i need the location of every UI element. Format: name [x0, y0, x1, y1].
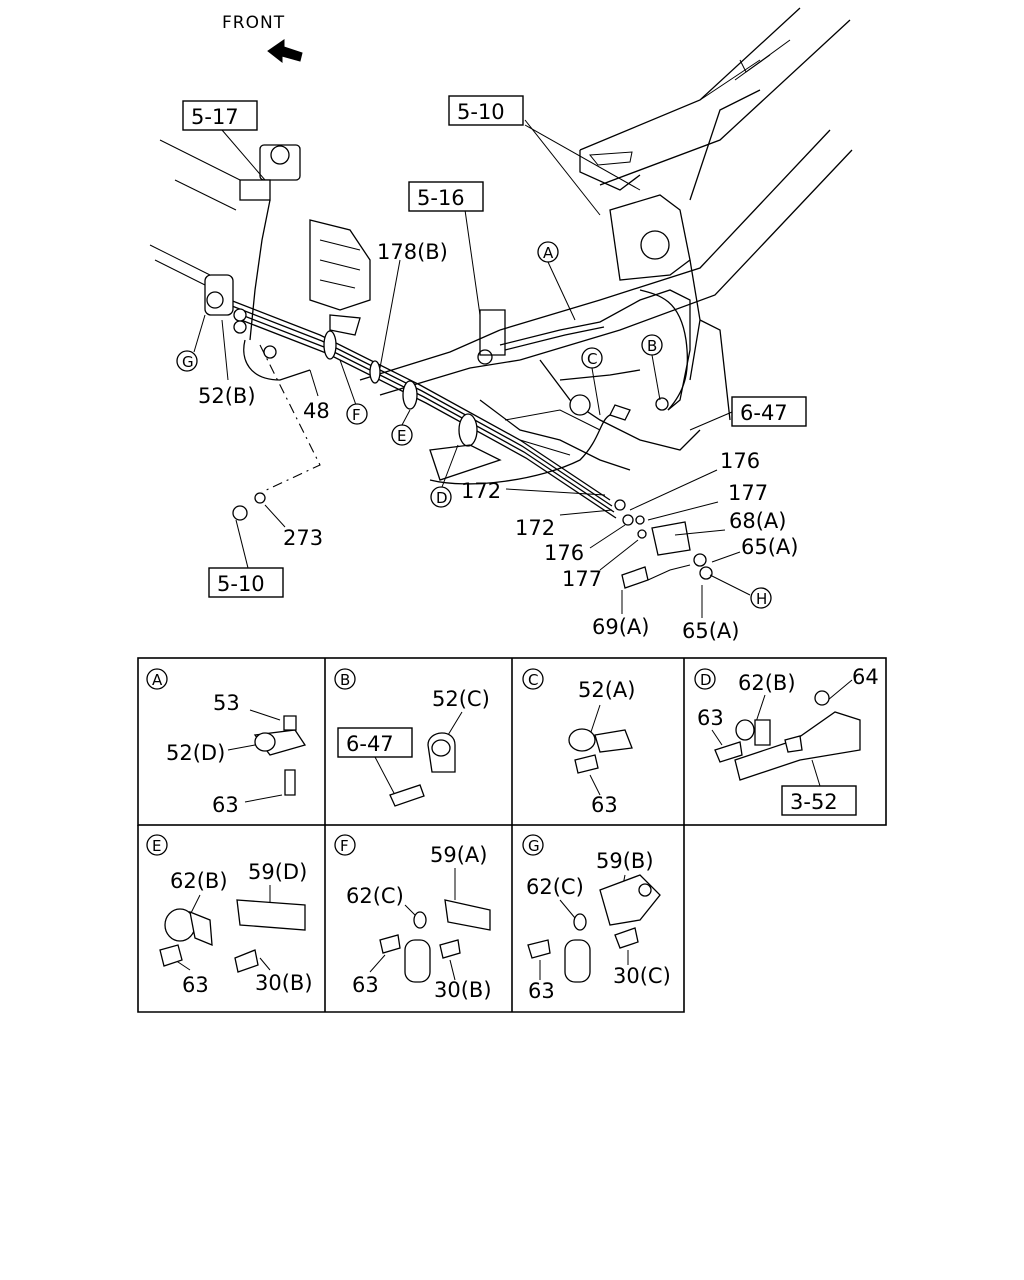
leader-lines — [193, 119, 751, 618]
detail-grid — [137, 657, 887, 1013]
ref-6-47-b: 6-47 — [346, 732, 394, 756]
detail-E-59d: 59(D) — [248, 860, 307, 884]
detail-A-52d: 52(D) — [166, 741, 225, 765]
detail-C-52a: 52(A) — [578, 678, 635, 702]
detail-A: A 53 52(D) 63 — [146, 668, 307, 817]
callout-H: H — [750, 587, 772, 609]
ref-3-52: 3-52 — [790, 790, 838, 814]
svg-text:D: D — [436, 489, 448, 507]
label-273: 273 — [283, 526, 323, 550]
front-label: FRONT — [222, 13, 285, 33]
detail-G-59b: 59(B) — [596, 849, 654, 873]
detail-D: D 62(B) 64 63 3-52 — [694, 665, 879, 816]
detail-D-64: 64 — [852, 665, 879, 689]
label-176-b: 176 — [544, 541, 584, 565]
detail-B: B 6-47 52(C) — [334, 668, 490, 807]
detail-G-62c: 62(C) — [526, 875, 584, 899]
label-52b: 52(B) — [198, 384, 256, 408]
callout-C: C — [581, 347, 603, 369]
detail-E: E 62(B) 59(D) 63 30(B) — [146, 834, 313, 997]
detail-C: C 52(A) 63 — [522, 668, 635, 817]
detail-F-30b: 30(B) — [434, 978, 492, 1002]
svg-text:A: A — [543, 244, 554, 262]
brake-lines — [229, 199, 691, 519]
label-48: 48 — [303, 399, 330, 423]
detail-A-63: 63 — [212, 793, 239, 817]
svg-text:E: E — [397, 427, 406, 445]
svg-text:F: F — [352, 406, 361, 424]
label-65a-1: 65(A) — [741, 535, 798, 559]
svg-text:A: A — [152, 671, 163, 689]
detail-E-30b: 30(B) — [255, 971, 313, 995]
detail-E-63: 63 — [182, 973, 209, 997]
detail-B-52c: 52(C) — [432, 687, 490, 711]
detail-F-63: 63 — [352, 973, 379, 997]
svg-text:B: B — [647, 337, 657, 355]
label-178b: 178(B) — [377, 240, 448, 264]
clamps — [204, 144, 713, 589]
callout-G: G — [176, 350, 198, 372]
callout-B: B — [641, 334, 663, 356]
ref-5-10-top: 5-10 — [457, 100, 505, 124]
ref-5-16: 5-16 — [417, 186, 465, 210]
detail-F-62c: 62(C) — [346, 884, 404, 908]
svg-text:H: H — [756, 590, 767, 608]
detail-D-62b: 62(B) — [738, 671, 796, 695]
ref-6-47-main: 6-47 — [740, 401, 788, 425]
svg-text:G: G — [182, 353, 194, 371]
svg-text:F: F — [340, 837, 349, 855]
callout-E: E — [391, 424, 413, 446]
detail-F-59a: 59(A) — [430, 843, 487, 867]
detail-G-30c: 30(C) — [613, 964, 671, 988]
detail-A-53: 53 — [213, 691, 240, 715]
label-177-b: 177 — [562, 567, 602, 591]
label-172-a: 172 — [461, 479, 501, 503]
label-69a: 69(A) — [592, 615, 649, 639]
detail-E-62b: 62(B) — [170, 869, 228, 893]
svg-text:E: E — [152, 837, 161, 855]
ref-5-10-bottom: 5-10 — [217, 572, 265, 596]
svg-text:G: G — [528, 837, 540, 855]
front-arrow-icon — [267, 39, 303, 64]
label-65a-2: 65(A) — [682, 619, 739, 643]
detail-D-63: 63 — [697, 706, 724, 730]
detail-F: F 59(A) 62(C) 63 30(B) — [334, 834, 492, 1002]
label-177-a: 177 — [728, 481, 768, 505]
svg-text:C: C — [528, 671, 538, 689]
detail-G: G 59(B) 62(C) 63 30(C) — [522, 834, 671, 1003]
callout-D: D — [430, 486, 452, 508]
label-172-b: 172 — [515, 516, 555, 540]
svg-text:C: C — [587, 350, 597, 368]
label-68a: 68(A) — [729, 509, 786, 533]
svg-text:B: B — [340, 671, 350, 689]
ref-5-17: 5-17 — [191, 105, 239, 129]
callout-F: F — [346, 403, 368, 425]
detail-C-63: 63 — [591, 793, 618, 817]
label-176-a: 176 — [720, 449, 760, 473]
chassis-frame — [149, 7, 853, 471]
callout-A: A — [537, 241, 559, 263]
svg-text:D: D — [700, 671, 712, 689]
detail-G-63: 63 — [528, 979, 555, 1003]
